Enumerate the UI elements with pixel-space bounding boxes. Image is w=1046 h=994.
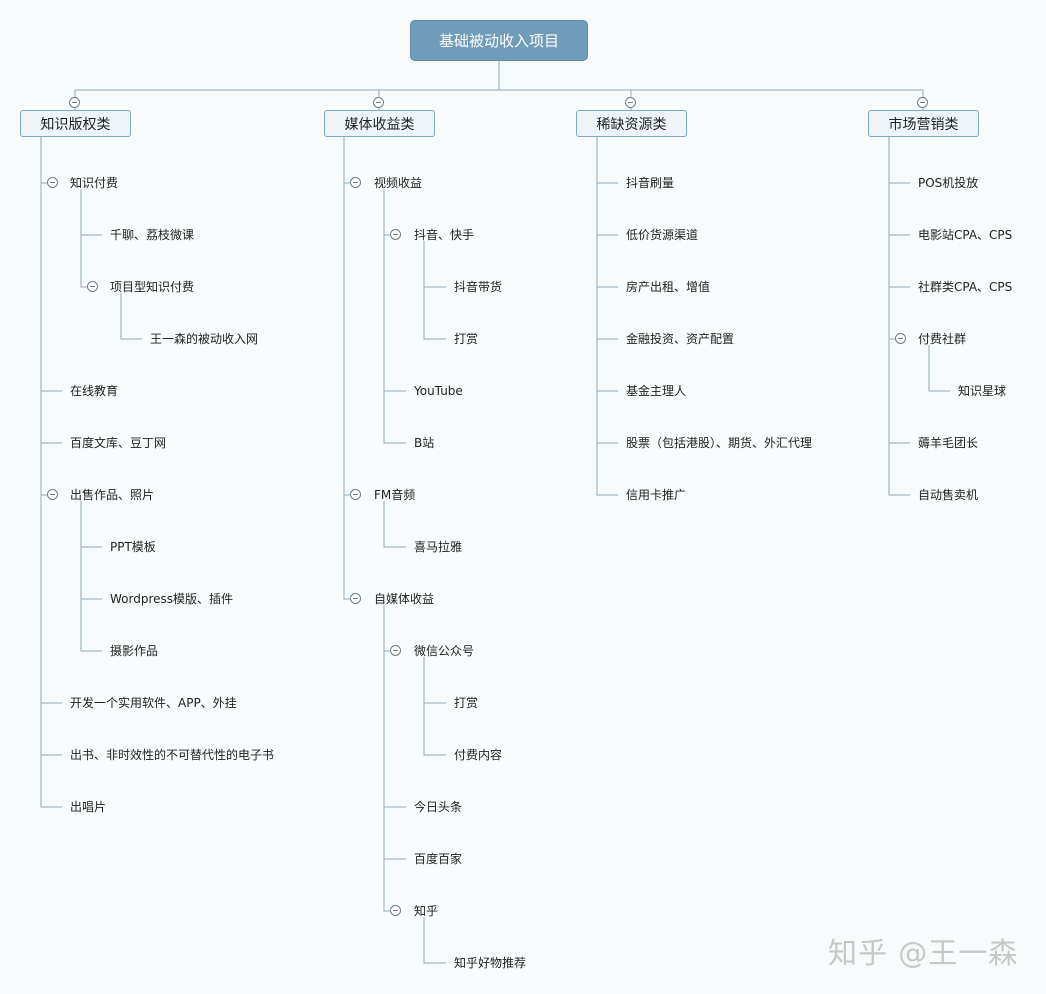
node-photography[interactable]: 摄影作品 bbox=[110, 644, 159, 658]
collapse-icon[interactable] bbox=[69, 97, 80, 108]
node-stocks-agency[interactable]: 股票（包括港股）、期货、外汇代理 bbox=[626, 436, 813, 450]
node-baidu-baijia[interactable]: 百度百家 bbox=[414, 852, 463, 866]
node-paid-content[interactable]: 付费内容 bbox=[454, 748, 503, 762]
node-video-revenue[interactable]: 视频收益 bbox=[374, 176, 423, 190]
category-media-revenue[interactable]: 媒体收益类 bbox=[324, 110, 435, 137]
node-fund-manager[interactable]: 基金主理人 bbox=[626, 384, 687, 398]
category-marketing[interactable]: 市场营销类 bbox=[868, 110, 979, 137]
node-paid-community[interactable]: 付费社群 bbox=[918, 332, 967, 346]
node-zhihu-goods[interactable]: 知乎好物推荐 bbox=[454, 956, 527, 970]
collapse-icon[interactable] bbox=[350, 177, 361, 188]
node-online-education[interactable]: 在线教育 bbox=[70, 384, 119, 398]
node-project-knowledge[interactable]: 项目型知识付费 bbox=[110, 280, 195, 294]
node-tipping[interactable]: 打赏 bbox=[454, 696, 479, 710]
node-knowledge-planet[interactable]: 知识星球 bbox=[958, 384, 1007, 398]
node-youtube[interactable]: YouTube bbox=[414, 384, 463, 398]
watermark: 知乎 @王一森 bbox=[828, 936, 1019, 970]
node-douyin-kuaishou[interactable]: 抖音、快手 bbox=[414, 228, 475, 242]
node-toutiao[interactable]: 今日头条 bbox=[414, 800, 463, 814]
node-community-cpa[interactable]: 社群类CPA、CPS bbox=[918, 280, 1013, 294]
node-douyin-sales[interactable]: 抖音带货 bbox=[454, 280, 503, 294]
node-record-album[interactable]: 出唱片 bbox=[70, 800, 107, 814]
node-develop-software[interactable]: 开发一个实用软件、APP、外挂 bbox=[70, 696, 237, 710]
collapse-icon[interactable] bbox=[390, 645, 401, 656]
collapse-icon[interactable] bbox=[47, 177, 58, 188]
root-node[interactable]: 基础被动收入项目 bbox=[410, 20, 588, 61]
node-movie-site[interactable]: 电影站CPA、CPS bbox=[918, 228, 1013, 242]
node-zhihu[interactable]: 知乎 bbox=[414, 904, 439, 918]
node-baidu-wenku[interactable]: 百度文库、豆丁网 bbox=[70, 436, 167, 450]
collapse-icon[interactable] bbox=[895, 333, 906, 344]
node-qianliao[interactable]: 千聊、荔枝微课 bbox=[110, 228, 195, 242]
collapse-icon[interactable] bbox=[625, 97, 636, 108]
collapse-icon[interactable] bbox=[87, 281, 98, 292]
node-wechat-account[interactable]: 微信公众号 bbox=[414, 644, 475, 658]
collapse-icon[interactable] bbox=[390, 229, 401, 240]
node-fm-audio[interactable]: FM音频 bbox=[374, 488, 416, 502]
node-ppt-template[interactable]: PPT模板 bbox=[110, 540, 156, 554]
node-bilibili[interactable]: B站 bbox=[414, 436, 435, 450]
node-coupon-leader[interactable]: 薅羊毛团长 bbox=[918, 436, 979, 450]
category-knowledge-copyright[interactable]: 知识版权类 bbox=[20, 110, 131, 137]
node-ximalaya[interactable]: 喜马拉雅 bbox=[414, 540, 463, 554]
node-wangyisen-site[interactable]: 王一森的被动收入网 bbox=[150, 332, 259, 346]
node-publish-book[interactable]: 出书、非时效性的不可替代性的电子书 bbox=[70, 748, 275, 762]
node-low-price-supply[interactable]: 低价货源渠道 bbox=[626, 228, 699, 242]
collapse-icon[interactable] bbox=[917, 97, 928, 108]
node-pos-machine[interactable]: POS机投放 bbox=[918, 176, 979, 190]
category-scarce-resources[interactable]: 稀缺资源类 bbox=[576, 110, 687, 137]
collapse-icon[interactable] bbox=[350, 489, 361, 500]
node-sell-works[interactable]: 出售作品、照片 bbox=[70, 488, 155, 502]
collapse-icon[interactable] bbox=[373, 97, 384, 108]
collapse-icon[interactable] bbox=[350, 593, 361, 604]
node-tipping[interactable]: 打赏 bbox=[454, 332, 479, 346]
collapse-icon[interactable] bbox=[47, 489, 58, 500]
node-self-media[interactable]: 自媒体收益 bbox=[374, 592, 435, 606]
node-douyin-boost[interactable]: 抖音刷量 bbox=[626, 176, 675, 190]
node-vending-machine[interactable]: 自动售卖机 bbox=[918, 488, 979, 502]
collapse-icon[interactable] bbox=[390, 905, 401, 916]
node-credit-card[interactable]: 信用卡推广 bbox=[626, 488, 687, 502]
node-knowledge-payment[interactable]: 知识付费 bbox=[70, 176, 119, 190]
node-real-estate[interactable]: 房产出租、增值 bbox=[626, 280, 711, 294]
node-wordpress[interactable]: Wordpress模版、插件 bbox=[110, 592, 234, 606]
node-finance-investment[interactable]: 金融投资、资产配置 bbox=[626, 332, 735, 346]
